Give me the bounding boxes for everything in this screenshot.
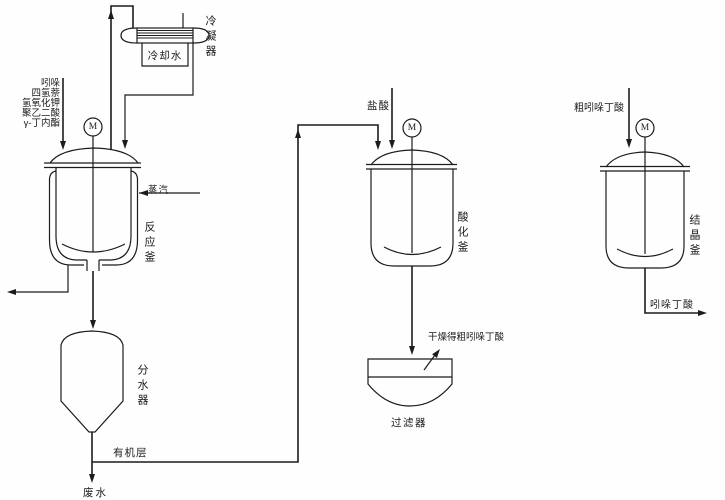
jacket-drain-line [16, 265, 69, 293]
reaction-kettle-label: 反应釜 [143, 221, 155, 266]
waste-water-label: 废水 [83, 487, 108, 499]
arrowheads [7, 10, 707, 483]
vapor-riser-line [110, 5, 134, 150]
water-separator-label: 分水器 [136, 364, 148, 409]
motor-reaction-kettle: M [88, 122, 98, 132]
organic-layer-line [92, 124, 379, 463]
reagent-peg: 聚乙二酸 [21, 108, 60, 119]
condensate-return-line [124, 43, 194, 140]
pipes [16, 5, 698, 474]
crystallization-kettle-shape [600, 118, 690, 269]
hcl-label: 盐酸 [367, 100, 390, 112]
reagent-list: 吲哚 四氢萘 氢氧化钾 聚乙二酸 γ-丁内酯 [10, 79, 60, 129]
product-line [644, 268, 698, 314]
dry-note-label: 干燥得粗吲哚丁酸 [428, 332, 505, 343]
product-out-label: 吲哚丁酸 [650, 300, 694, 311]
condenser-shape [120, 13, 210, 67]
reagent-butyrolactone: γ-丁内酯 [23, 118, 60, 129]
cooling-water-label: 冷却水 [147, 50, 183, 62]
motor-acidification-kettle: M [407, 123, 417, 133]
reagent-koh: 氢氧化钾 [21, 98, 60, 109]
annotation-arrow-line [423, 354, 436, 371]
condenser-label: 冷凝器 [204, 15, 216, 60]
filter-label: 过滤器 [391, 417, 427, 429]
organic-layer-label: 有机层 [113, 447, 148, 459]
reaction-kettle-shape [44, 117, 141, 271]
reagent-tetralin: 四氢萘 [31, 88, 60, 99]
steam-label: 蒸汽 [148, 185, 170, 196]
crystallization-kettle-label: 结晶釜 [688, 214, 700, 259]
motor-crystallization-kettle: M [640, 123, 650, 133]
filter-shape [367, 354, 453, 407]
cooling-water-box [141, 43, 189, 67]
reagent-indole: 吲哚 [40, 78, 60, 89]
crude-product-label: 粗吲哚丁酸 [574, 103, 624, 114]
acidification-kettle-label: 酸化釜 [456, 211, 468, 256]
water-separator-shape [60, 330, 124, 433]
